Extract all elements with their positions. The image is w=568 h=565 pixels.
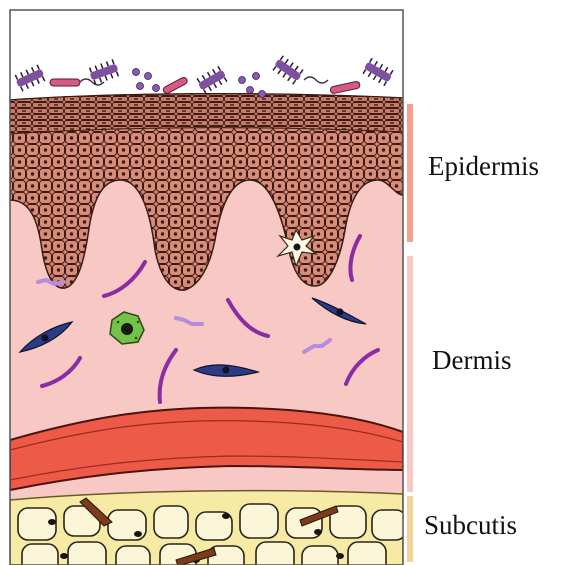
dermis-label: Dermis <box>432 345 511 376</box>
adipocyte <box>372 510 406 540</box>
adipocyte <box>116 546 150 565</box>
adipocyte <box>256 542 294 565</box>
adipocyte <box>348 542 386 565</box>
adipocyte <box>22 544 58 565</box>
nucleus <box>314 529 322 535</box>
nucleus <box>134 531 142 537</box>
adipocyte <box>154 506 188 538</box>
nucleus <box>336 553 344 559</box>
subcutis-label: Subcutis <box>424 510 517 541</box>
dermis-bracket <box>407 256 413 492</box>
adipocyte <box>240 504 278 538</box>
subcutis-bracket <box>407 496 413 562</box>
fibroblast-nucleus <box>337 309 343 315</box>
nucleus <box>48 519 56 525</box>
rod-bacterium <box>50 79 80 86</box>
adipocyte <box>302 546 338 565</box>
epidermis-bracket <box>407 104 413 242</box>
epidermis-label: Epidermis <box>428 151 539 182</box>
adipocyte <box>68 542 106 565</box>
nucleus <box>60 553 68 559</box>
nucleus <box>222 513 230 519</box>
fibroblast-nucleus <box>223 367 229 373</box>
stratum-corneum <box>10 94 403 134</box>
fibroblast-nucleus <box>42 335 48 341</box>
